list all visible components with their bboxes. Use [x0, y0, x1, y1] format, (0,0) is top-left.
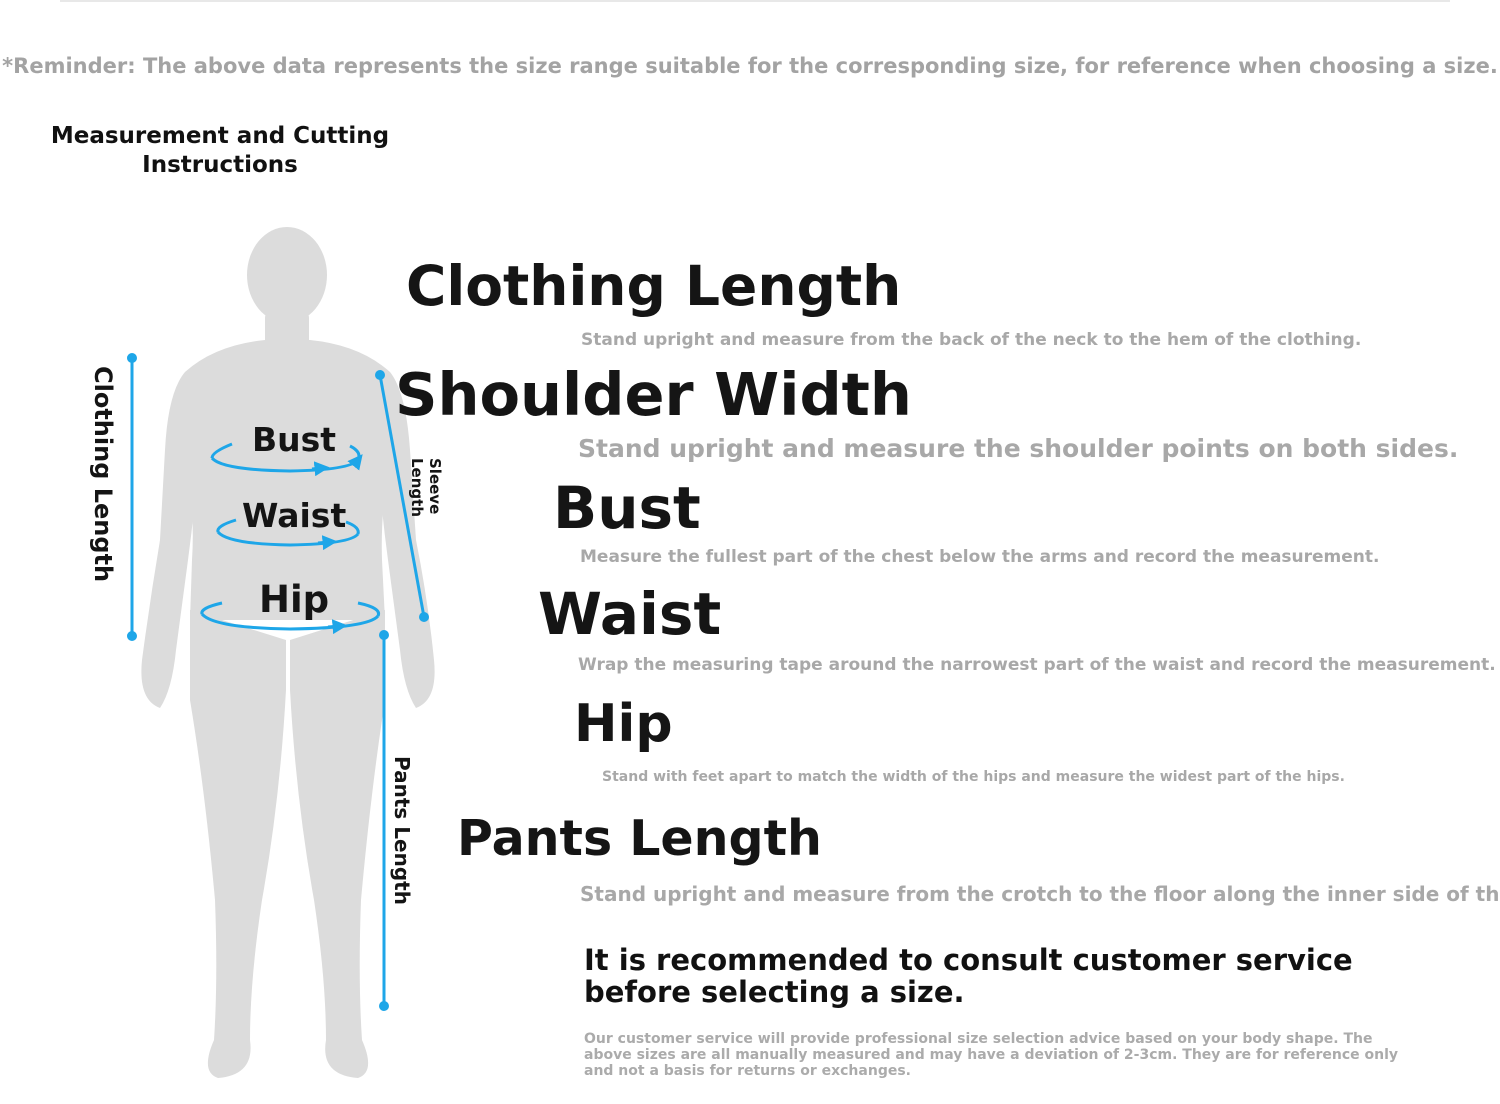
figure-label-hip: Hip: [259, 578, 330, 621]
description-bust: Measure the fullest part of the chest be…: [580, 547, 1380, 567]
pants-length-line: [379, 630, 389, 1011]
description-waist: Wrap the measuring tape around the narro…: [578, 655, 1496, 675]
heading-bust: Bust: [553, 474, 701, 542]
hip-ring: [200, 601, 381, 635]
figure-label-bust: Bust: [252, 420, 337, 459]
heading-shoulder-width: Shoulder Width: [395, 360, 912, 429]
figure-label-pants-length: Pants Length: [390, 756, 414, 905]
clothing-length-line: [127, 353, 137, 641]
body-silhouette: [141, 227, 435, 1078]
description-hip: Stand with feet apart to match the width…: [602, 769, 1345, 785]
description-shoulder-width: Stand upright and measure the shoulder p…: [578, 434, 1459, 463]
sleeve-length-line: [375, 370, 429, 622]
body-figure: [127, 227, 435, 1078]
bust-ring: [210, 442, 363, 477]
description-pants-length: Stand upright and measure from the crotc…: [580, 882, 1500, 906]
heading-pants-length: Pants Length: [457, 810, 822, 867]
top-divider: [60, 0, 1450, 2]
instructions-title: Measurement and Cutting Instructions: [50, 123, 390, 178]
consult-advice: It is recommended to consult customer se…: [584, 943, 1353, 1009]
heading-clothing-length: Clothing Length: [406, 254, 902, 318]
figure-label-waist: Waist: [242, 496, 347, 535]
figure-label-clothing-length: Clothing Length: [89, 366, 117, 583]
measurement-note: Our customer service will provide profes…: [584, 1031, 1399, 1079]
heading-waist: Waist: [538, 580, 722, 648]
waist-ring: [216, 518, 360, 551]
size-reminder: *Reminder: The above data represents the…: [2, 54, 1498, 78]
description-clothing-length: Stand upright and measure from the back …: [581, 330, 1362, 350]
figure-label-sleeve-length: Sleeve Length: [408, 458, 444, 517]
heading-hip: Hip: [574, 694, 673, 754]
